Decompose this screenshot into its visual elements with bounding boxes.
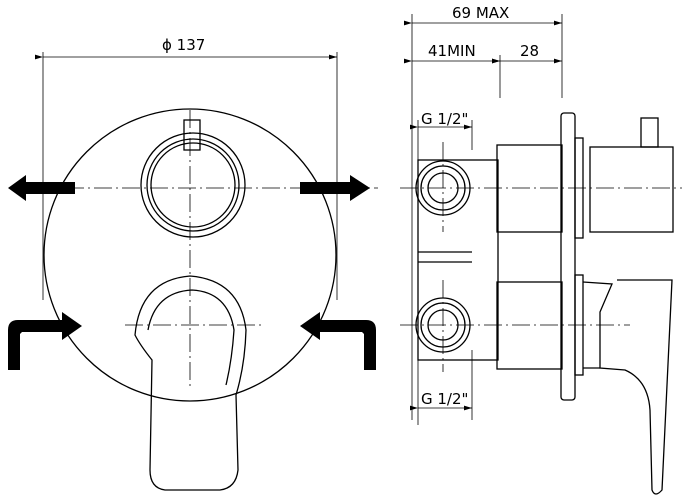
- min-depth-label: 41MIN: [428, 42, 476, 60]
- outlet-arrow-right-icon: [300, 175, 370, 201]
- front-view: ϕ 137: [8, 36, 378, 491]
- thread-top-label: G 1/2": [421, 110, 468, 128]
- lever-side-profile: [582, 279, 673, 495]
- wall-plate: [560, 112, 576, 401]
- diverter-cylinder: [589, 146, 674, 233]
- inlet-arrow-right-icon: [300, 312, 376, 370]
- diverter-stem: [640, 117, 659, 148]
- diverter-knob-ring: [146, 138, 240, 232]
- outlet-arrow-left-icon: [8, 175, 75, 201]
- inlet-arrow-left-icon: [8, 312, 82, 370]
- total-depth-label: 69 MAX: [452, 4, 509, 22]
- diameter-label: ϕ 137: [162, 36, 205, 54]
- valve-body: [417, 159, 499, 361]
- thread-bottom-label: G 1/2": [421, 390, 468, 408]
- diverter-stem: [183, 119, 201, 151]
- diverter-knob-inner: [150, 142, 236, 228]
- lever-handle: [134, 275, 247, 491]
- plate-depth-label: 28: [520, 42, 539, 60]
- cartridge-housing-bottom: [496, 281, 563, 370]
- cover-plate: [43, 108, 337, 402]
- diverter-knob-outer: [140, 132, 246, 238]
- lever-edge: [147, 289, 235, 386]
- side-view: 69 MAX 41MIN 28 G 1/2" G 1/2": [400, 4, 682, 495]
- cartridge-housing-top: [496, 144, 563, 233]
